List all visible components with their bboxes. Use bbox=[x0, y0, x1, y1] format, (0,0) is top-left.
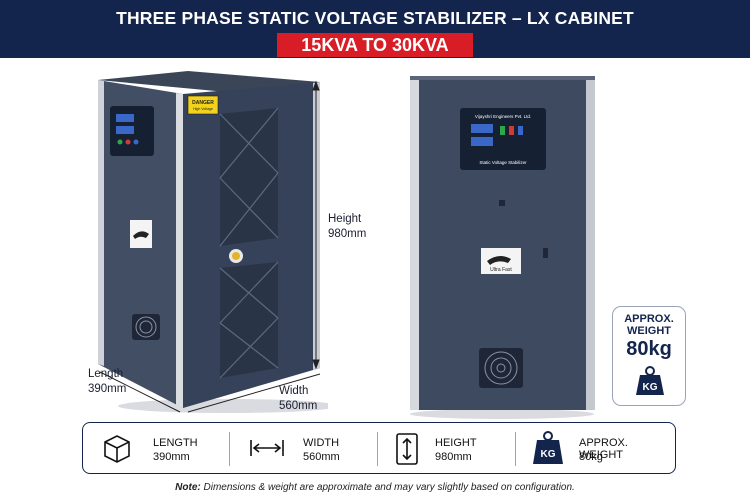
width-dimension-label: Width 560mm bbox=[279, 385, 318, 412]
page-title: THREE PHASE STATIC VOLTAGE STABILIZER – … bbox=[116, 8, 634, 28]
weight-icon: KG bbox=[636, 366, 664, 395]
weight-icon: KG bbox=[533, 431, 563, 464]
svg-text:KG: KG bbox=[643, 382, 658, 393]
width-arrow-icon bbox=[250, 440, 284, 456]
svg-text:Vijayshri Engineers Pvt. Ltd.: Vijayshri Engineers Pvt. Ltd. bbox=[475, 114, 531, 119]
length-dimension-label: Length 390mm bbox=[88, 368, 127, 395]
footnote: Note: Dimensions & weight are approximat… bbox=[175, 482, 575, 493]
cabinet-angled-view: DANGER High Voltage bbox=[98, 71, 328, 413]
spec-length: LENGTH 390mm bbox=[99, 423, 229, 475]
control-panel-right bbox=[460, 108, 546, 170]
height-arrow-icon bbox=[396, 433, 418, 465]
divider bbox=[377, 432, 378, 466]
divider bbox=[229, 432, 230, 466]
spec-weight: KG APPROX. WEIGHT 80kg bbox=[531, 423, 671, 475]
divider bbox=[515, 432, 516, 466]
header-banner: THREE PHASE STATIC VOLTAGE STABILIZER – … bbox=[0, 0, 750, 58]
cabinet-front-view: Vijayshri Engineers Pvt. Ltd. Static Vol… bbox=[410, 76, 595, 419]
box-icon bbox=[104, 435, 130, 463]
spec-width: WIDTH 560mm bbox=[249, 423, 379, 475]
spec-height: HEIGHT 980mm bbox=[395, 423, 515, 475]
spec-bar: LENGTH 390mm WIDTH 560mm HEIGHT 980mm KG… bbox=[82, 422, 676, 474]
svg-text:DANGER: DANGER bbox=[192, 100, 214, 106]
svg-text:Static Voltage Stabilizer: Static Voltage Stabilizer bbox=[479, 160, 527, 165]
svg-text:Ultra Fast: Ultra Fast bbox=[490, 267, 512, 273]
svg-text:High Voltage: High Voltage bbox=[193, 107, 213, 111]
weight-value: 80kg bbox=[626, 338, 672, 360]
height-dimension-label: Height 980mm bbox=[328, 213, 367, 240]
weight-card: APPROX. WEIGHT 80kg KG bbox=[612, 306, 686, 406]
svg-text:KG: KG bbox=[541, 449, 556, 460]
range-badge: 15KVA TO 30KVA bbox=[277, 33, 473, 57]
